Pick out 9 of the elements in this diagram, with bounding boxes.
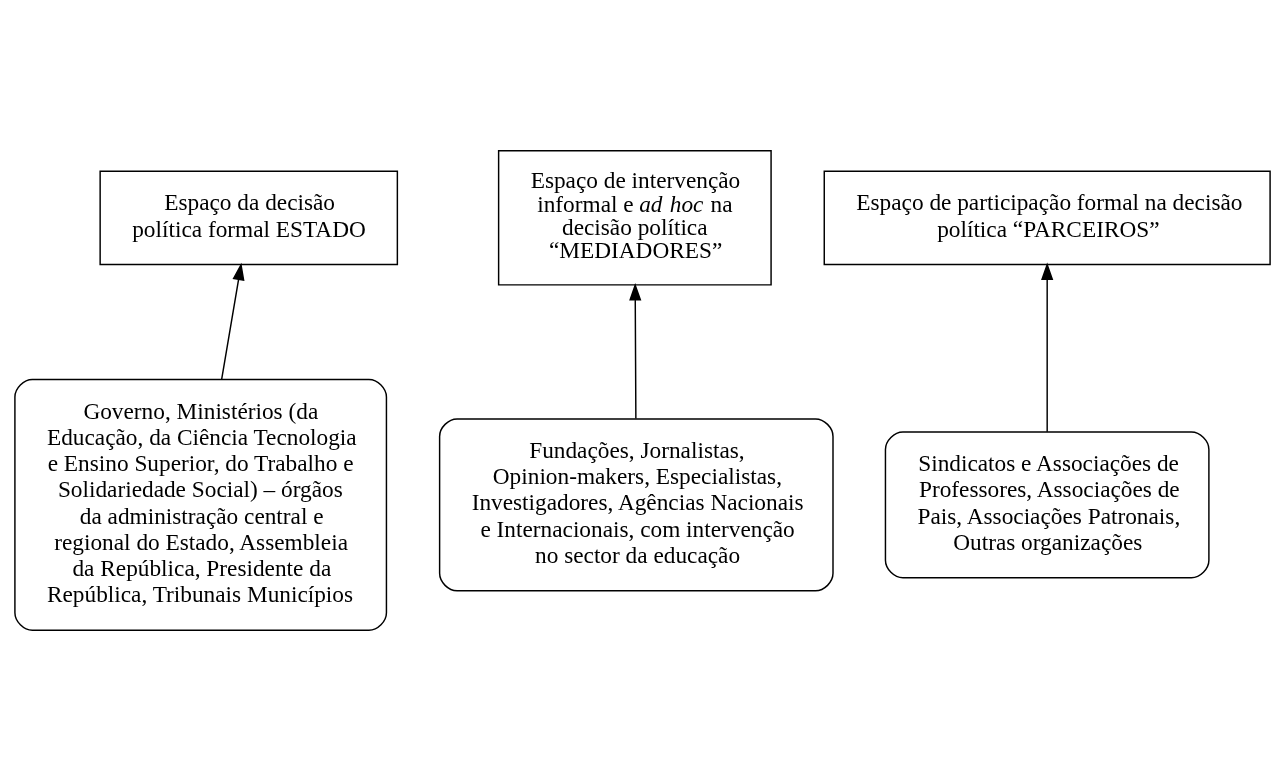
arrow bbox=[220, 262, 245, 380]
node-box: Espaço de participação formal na decisão política “PARCEIROS” bbox=[823, 170, 1271, 266]
arrow bbox=[1041, 262, 1054, 433]
node-box: Espaço da decisão política formal ESTADO bbox=[99, 170, 399, 266]
node-box: Governo, Ministérios (da Educação, da Ciência Tecnologia e Ensino Superior, do Trabalho e Solidariedade Social) – órgãos da administração central e regional do Estado, Assembleia da República, Presidente da República, Tribunais Municípios bbox=[14, 378, 388, 631]
node-box: Fundações, Jornalistas, Opinion-makers, Especialistas, Investigadores, Agências Nacionais e Internacionais, com intervenção no sector da educação bbox=[438, 418, 834, 592]
arrow bbox=[629, 283, 642, 420]
node-box: Espaço de intervenção informal e ad hoc na decisão política “MEDIADORES” bbox=[497, 150, 772, 286]
node-box: Sindicatos e Associações de Professores, Associações de Pais, Associações Patronais, Outras organizações bbox=[884, 431, 1210, 579]
